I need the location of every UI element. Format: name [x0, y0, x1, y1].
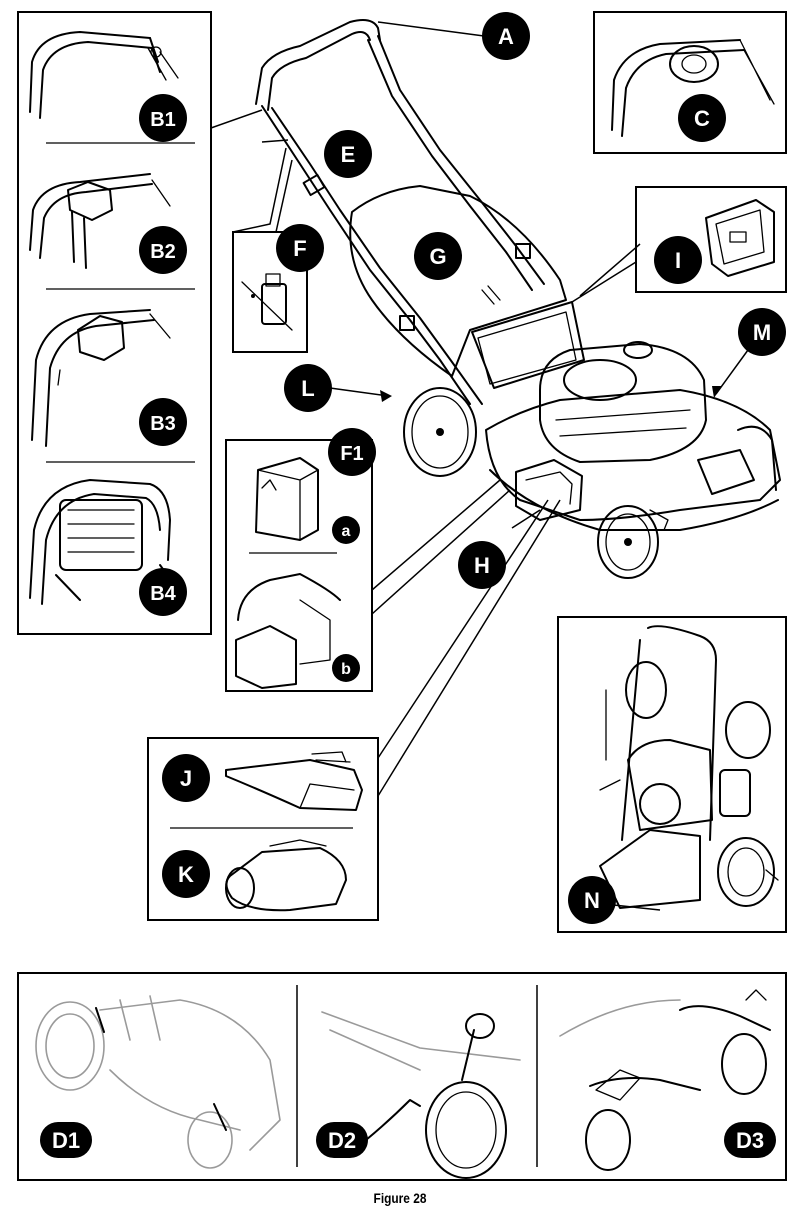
panel-i	[635, 186, 787, 293]
svg-text:B2: B2	[150, 241, 176, 263]
svg-text:B4: B4	[150, 583, 176, 605]
panel-f1	[225, 439, 373, 692]
svg-text:D3: D3	[736, 1128, 764, 1153]
svg-text:b: b	[341, 661, 351, 678]
label-f: F	[276, 224, 324, 272]
d2-drawing	[321, 1011, 521, 1179]
label-b2: B2	[139, 226, 187, 274]
leader-arrow-m	[712, 386, 722, 398]
label-a-small: a	[332, 516, 360, 544]
label-d1: D1	[40, 1122, 92, 1158]
label-d2: D2	[316, 1122, 368, 1158]
label-h: H	[458, 541, 506, 589]
svg-text:D1: D1	[52, 1128, 80, 1153]
svg-text:F: F	[293, 236, 306, 261]
bottle-f-drawing	[241, 273, 293, 331]
label-m: M	[738, 308, 786, 356]
label-k: K	[162, 850, 210, 898]
svg-text:B3: B3	[150, 413, 176, 435]
label-b4: B4	[139, 568, 187, 616]
label-e: E	[324, 130, 372, 178]
mower-front-n-drawing	[599, 625, 779, 909]
svg-text:K: K	[178, 862, 194, 887]
handle-b2-drawing	[29, 173, 171, 269]
panel-d	[17, 972, 787, 1181]
label-g: G	[414, 232, 462, 280]
svg-text:J: J	[180, 766, 192, 791]
label-i: I	[654, 236, 702, 284]
svg-text:A: A	[498, 24, 514, 49]
label-j: J	[162, 754, 210, 802]
svg-text:N: N	[584, 888, 600, 913]
mulch-plug-j-drawing	[225, 751, 363, 811]
svg-text:D2: D2	[328, 1128, 356, 1153]
svg-text:C: C	[694, 106, 710, 131]
svg-text:a: a	[342, 523, 351, 540]
label-n: N	[568, 876, 616, 924]
d3-drawing	[559, 989, 771, 1171]
leader-arrow-l	[380, 390, 392, 402]
svg-text:G: G	[429, 244, 446, 269]
catcher-cap-b-drawing	[235, 573, 341, 689]
handle-b1-drawing	[29, 31, 179, 119]
label-d3: D3	[724, 1122, 776, 1158]
label-b1: B1	[139, 94, 187, 142]
svg-text:M: M	[753, 320, 771, 345]
leader-lines	[210, 21, 749, 911]
label-b-small: b	[332, 654, 360, 682]
label-b3: B3	[139, 398, 187, 446]
label-f1: F1	[328, 428, 376, 476]
figure-caption: Figure 28	[373, 1190, 427, 1206]
label-c: C	[678, 94, 726, 142]
handle-b3-drawing	[31, 309, 171, 447]
label-a: A	[482, 12, 530, 60]
handle-c-drawing	[611, 39, 775, 137]
svg-text:F1: F1	[340, 443, 363, 465]
svg-text:L: L	[301, 376, 314, 401]
svg-text:I: I	[675, 248, 681, 273]
label-l: L	[284, 364, 332, 412]
catcher-cap-a-drawing	[255, 457, 319, 541]
svg-text:E: E	[341, 142, 356, 167]
svg-text:B1: B1	[150, 109, 176, 131]
cap-i-drawing	[705, 199, 775, 277]
discharge-chute-k-drawing	[225, 839, 347, 912]
svg-text:H: H	[474, 553, 490, 578]
d1-drawing	[35, 995, 281, 1169]
